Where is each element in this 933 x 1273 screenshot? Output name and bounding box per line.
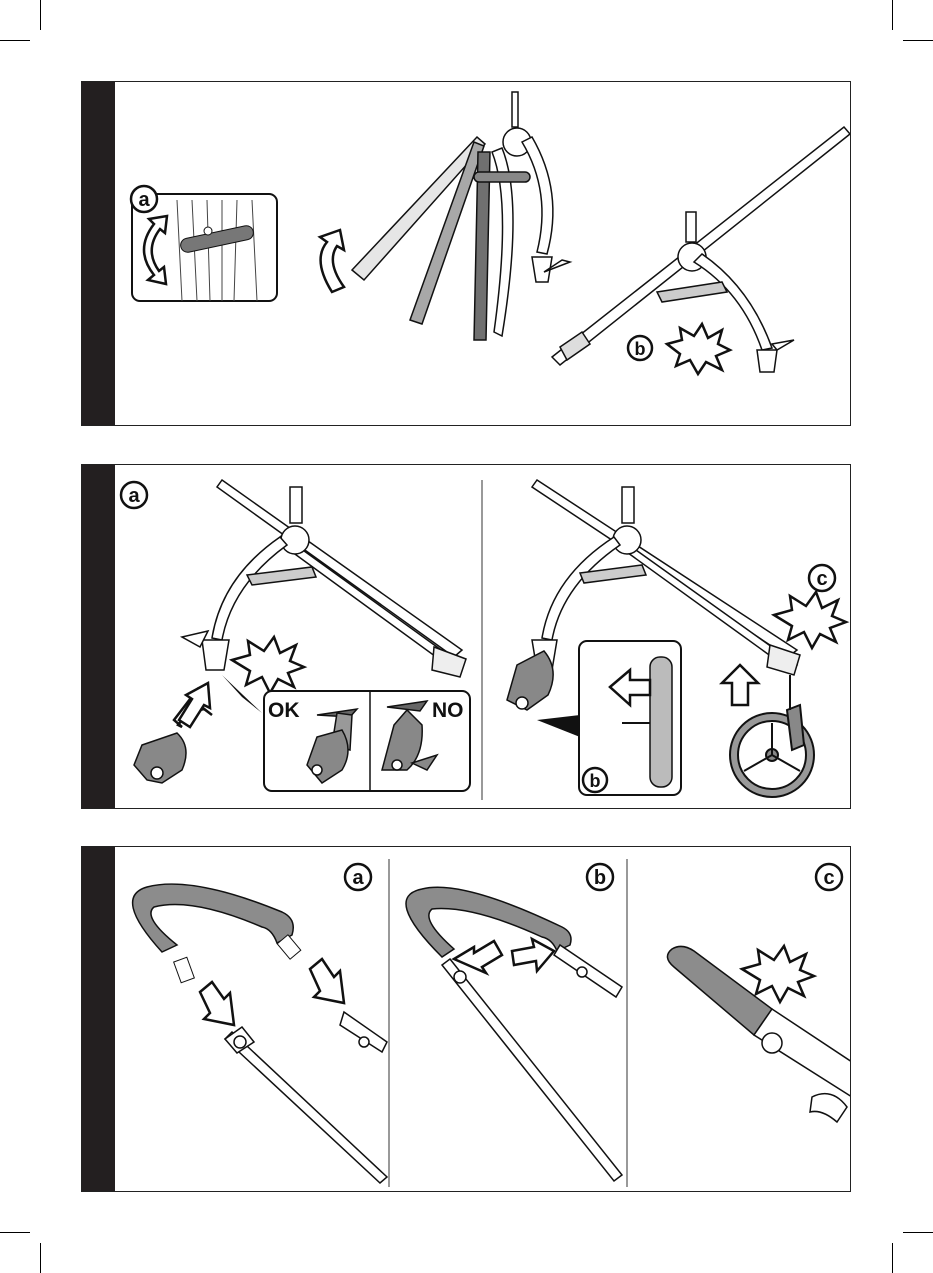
click-burst-icon [667,324,730,374]
crop-mark [903,1232,933,1233]
click-burst-icon [742,946,814,1002]
click-burst-icon [774,592,846,648]
step-3-illustration: a b c [82,847,851,1192]
click-burst-icon [232,637,304,693]
step-panel-3: a b c [81,846,851,1192]
crop-mark [40,0,41,30]
frame-legs-folding [352,92,570,340]
label-b: b [590,771,601,791]
step-2-illustration: a OK NO [82,465,851,809]
push-arrow-icon [512,939,554,971]
label-b: b [594,867,606,889]
wheel-mount-part [507,651,553,710]
label-c: c [823,867,834,889]
no-label: NO [432,699,464,722]
label-a: a [352,867,364,889]
label-c: c [816,568,827,590]
step-panel-1: a b [81,81,851,426]
ok-label: OK [268,699,300,722]
step-panel-2: a OK NO [81,464,851,809]
rotate-arrow-icon [320,230,344,292]
bumper-bar [133,884,294,952]
push-arrow-icon [179,683,210,727]
frame-left [182,480,466,677]
crop-mark [892,1243,893,1273]
step-1-illustration: a b [82,82,851,426]
crop-mark [40,1243,41,1273]
wheel-mount-part [134,733,186,783]
frame-handle-tubes [225,1012,387,1183]
push-arrow-icon [454,941,502,973]
push-arrow-icon [200,982,234,1025]
push-arrow-icon [310,959,344,1003]
frame-handle-tubes [442,945,622,1181]
label-b: b [635,339,646,359]
crop-mark [0,1232,30,1233]
push-arrow-icon [722,665,758,705]
label-a: a [138,189,150,211]
crop-mark [892,0,893,30]
crop-mark [903,40,933,41]
label-a: a [128,485,140,507]
crop-mark [0,40,30,41]
